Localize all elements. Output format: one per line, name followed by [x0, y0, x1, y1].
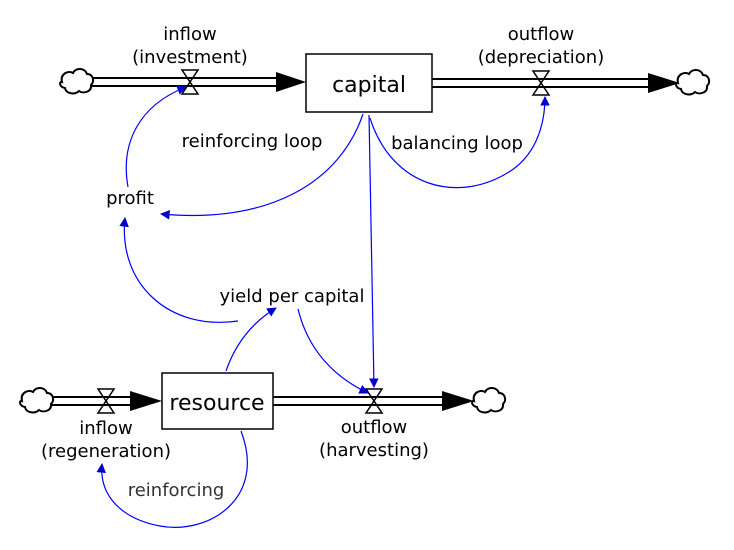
link-profit-to-investment	[125, 85, 187, 188]
cloud-icon	[19, 387, 55, 414]
capital-label: capital	[332, 73, 406, 98]
cloud-icon	[471, 387, 507, 414]
cloud-icon	[675, 69, 711, 96]
link-capital-to-depreciation	[369, 96, 550, 189]
reinforcing-loop-label: reinforcing loop	[182, 131, 323, 152]
investment-flow-label-line-1: inflow	[163, 24, 216, 45]
inflow-investment-arrow	[276, 72, 306, 92]
link-capital-to-profit	[160, 113, 364, 220]
link-resource-to-regeneration	[96, 430, 248, 528]
investment-flow-label-line-2: (investment)	[132, 47, 248, 68]
valve-icon	[364, 388, 384, 414]
regeneration-flow-label-line-1: inflow	[79, 418, 132, 439]
resource-stock-box	[161, 372, 274, 430]
depreciation-flow-label-line-1: outflow	[508, 24, 575, 45]
balancing-loop-label: balancing loop	[391, 133, 523, 154]
yield-per-capital-label: yield per capital	[220, 286, 365, 307]
inflow-regeneration-arrow	[130, 391, 162, 411]
link-yield-to-harvesting	[297, 308, 369, 394]
valve-icon	[96, 388, 116, 414]
link-resource-to-yield	[225, 307, 277, 372]
flow-pipes	[50, 72, 680, 411]
profit-label: profit	[106, 188, 154, 209]
causal-links	[96, 85, 550, 528]
cloud-icon	[59, 68, 95, 95]
valve-icon	[180, 69, 200, 95]
valve-icon	[531, 70, 551, 96]
harvesting-flow-label-line-2: (harvesting)	[319, 440, 429, 461]
valves	[96, 69, 551, 414]
link-yield-to-profit	[119, 217, 239, 323]
link-capital-to-harvesting	[368, 114, 379, 388]
clouds	[19, 68, 711, 414]
reinforcing-label: reinforcing	[128, 480, 225, 501]
capital-stock-box	[305, 53, 433, 113]
outflow-harvesting-arrow	[442, 391, 474, 411]
harvesting-flow-label-line-1: outflow	[341, 417, 408, 438]
regeneration-flow-label-line-2: (regeneration)	[41, 441, 171, 462]
depreciation-flow-label-line-2: (depreciation)	[478, 47, 604, 68]
resource-label: resource	[169, 391, 264, 416]
outflow-depreciation-arrow	[648, 73, 680, 93]
